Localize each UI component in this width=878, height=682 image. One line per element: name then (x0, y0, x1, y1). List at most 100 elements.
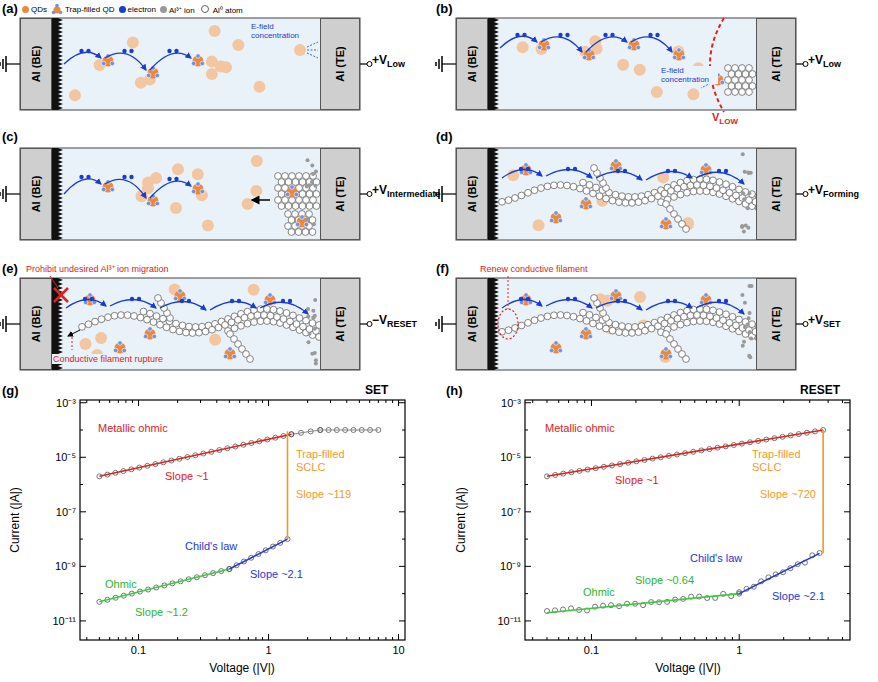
wire (796, 323, 803, 324)
wire (796, 193, 803, 194)
trapped-electron (659, 354, 664, 359)
wire (360, 193, 367, 194)
tick (369, 637, 370, 640)
trapped-electron (554, 341, 559, 346)
tick (255, 637, 256, 640)
trapped-electron (143, 334, 148, 339)
electron-hop (150, 181, 191, 198)
tick (80, 511, 86, 512)
electron (122, 49, 126, 53)
label-group: 10⁻¹¹ (52, 615, 76, 628)
al-ion (747, 316, 751, 320)
al-atom (557, 312, 564, 319)
legend-swatch (119, 6, 126, 13)
label: SET (365, 383, 388, 397)
quantum-dot (206, 68, 218, 80)
leader-line (72, 333, 73, 350)
electrode: Al (TE) (320, 148, 360, 240)
trapped-electron (228, 347, 233, 352)
electron (616, 299, 620, 303)
label: Ohmic (583, 586, 615, 598)
subscript-label: Low (823, 59, 841, 69)
tick (86, 637, 87, 640)
subscript-label: LOW (719, 117, 738, 126)
label: 10⁻⁷ (56, 505, 76, 517)
label: 10⁻⁹ (55, 560, 76, 572)
label-group: −VRESET (372, 314, 417, 330)
al-atom (257, 318, 264, 325)
label: Slope ~0.64 (635, 574, 694, 586)
trapped-electron (152, 334, 157, 339)
quantum-dot (127, 37, 139, 49)
tick (525, 566, 531, 567)
legend-sample-shape (201, 6, 208, 13)
al-atom (677, 321, 684, 328)
trapped-electron (178, 289, 183, 294)
label-group: Conductive filament rupture (52, 354, 164, 364)
label: Slope ~1 (615, 474, 659, 486)
electron (86, 49, 90, 53)
label-group: E-field concentration (250, 22, 308, 40)
label-group: Trap-filled SCLC (752, 448, 814, 473)
field-line (307, 53, 318, 58)
al-atom (723, 311, 730, 318)
electron (522, 33, 526, 37)
trapped-electron (549, 218, 554, 223)
field-line (307, 42, 318, 47)
al-atom (238, 322, 245, 329)
tick (80, 539, 83, 540)
trapped-electron (558, 348, 563, 353)
trapped-electron (191, 61, 196, 66)
fit-line (547, 594, 739, 613)
ground-symbol (0, 322, 1, 326)
al-atom (736, 186, 743, 193)
tick (558, 637, 559, 640)
label-group: (c) (2, 130, 18, 145)
al-ion (749, 336, 753, 340)
label-group: +VLow (372, 54, 405, 70)
al-atom (277, 308, 284, 315)
rough-electrode-surface (488, 278, 499, 370)
electron (230, 299, 234, 303)
tick (402, 593, 405, 594)
tick (229, 400, 230, 403)
electron (526, 297, 530, 301)
electrode-label: Al (BE) (466, 46, 478, 83)
quantum-dot (209, 25, 221, 37)
terminal (367, 322, 372, 327)
al-atom (173, 320, 180, 327)
tick (842, 637, 843, 640)
electron (526, 167, 530, 171)
trapped-electron (88, 293, 93, 298)
ground-symbol (435, 62, 437, 66)
label: Voltage (|V|) (209, 661, 275, 675)
electron (573, 297, 577, 301)
ground-symbol (441, 316, 443, 332)
label: +V (372, 183, 387, 197)
tick (809, 400, 810, 403)
tick (847, 484, 850, 485)
ground-symbol (441, 56, 443, 72)
electron (237, 299, 241, 303)
trapped-electron (110, 187, 115, 192)
al-atom (551, 312, 558, 319)
al-ion (312, 222, 316, 226)
label: Ohmic (105, 578, 137, 590)
al-atom (557, 182, 564, 189)
trapped-electron (584, 197, 589, 202)
electron (174, 177, 178, 181)
electron (129, 49, 133, 53)
al-ion (743, 325, 747, 329)
label: 10⁻⁹ (500, 560, 521, 572)
electron-hop (696, 302, 744, 314)
label: RESET (800, 383, 840, 397)
al-ion (306, 158, 310, 162)
electron-hop (696, 172, 744, 184)
al-atom (570, 183, 577, 190)
trapped-electron (704, 293, 709, 298)
al-atom (729, 183, 736, 190)
trapped-electron (101, 61, 106, 66)
trapped-electron (146, 73, 151, 78)
legend-item: electron (119, 5, 156, 14)
